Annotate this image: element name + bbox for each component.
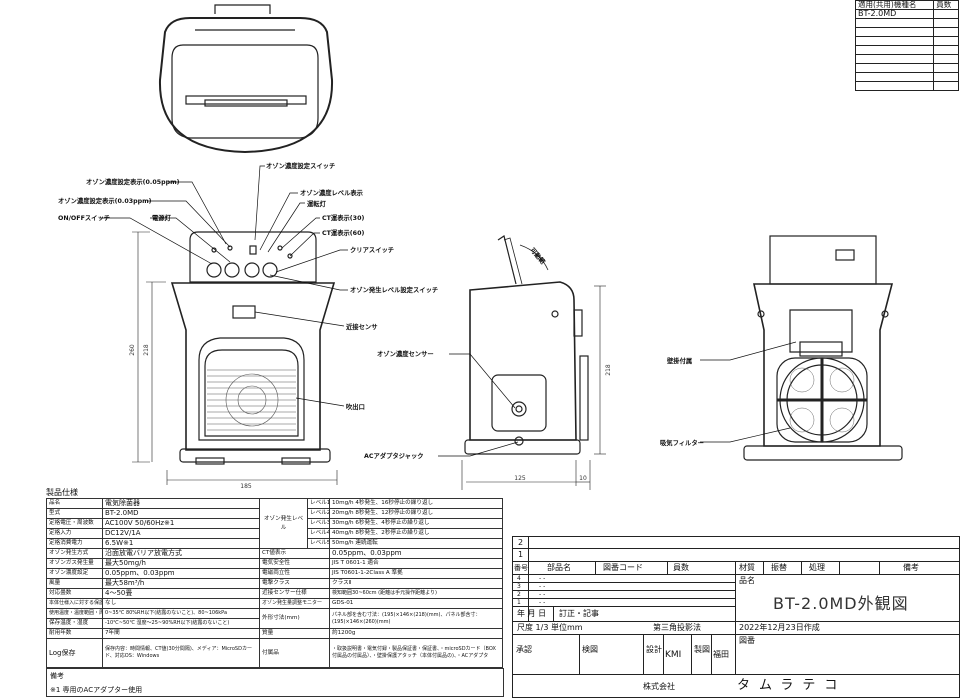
dim-front-width: 185 [240, 483, 252, 490]
dim-side-depth: 125 [514, 475, 526, 482]
callout-outlet: 吹出口 [346, 402, 365, 411]
callout-proximity-sensor: 近接センサ [346, 322, 377, 331]
callout-clear-switch: クリアスイッチ [350, 245, 394, 254]
tb-header-transfer: 振替 [771, 563, 787, 572]
callout-power-light: 電源灯 [152, 213, 172, 222]
remarks-text: ※1 専用のACアダプター使用 [50, 686, 143, 694]
back-view-drawing [743, 235, 903, 461]
tb-revision-note: 訂正・記事 [559, 609, 599, 618]
tb-header-code: 図番コード [603, 563, 643, 572]
tb-check: 検図 [582, 645, 598, 654]
tb-drafter-initials: KMI [665, 650, 682, 660]
top-view-drawing [158, 4, 334, 154]
callout-ct-display-30: CT運表示(30) [322, 213, 364, 222]
callout-operating-light: 運転灯 [307, 199, 327, 208]
side-view-drawing [464, 235, 589, 455]
tb-part-name: BT-2.0MD外観図 [773, 594, 909, 613]
tb-company-prefix: 株式会社 [643, 682, 675, 691]
rev-mark-2: 2 [518, 538, 524, 547]
dim-side-small: 10 [579, 475, 587, 482]
tb-date: 2022年12月23日作成 [739, 623, 820, 632]
callout-ozone-display-003: オゾン濃度設定表示(0.03ppm) [58, 196, 152, 205]
tb-header-material: 材質 [739, 563, 755, 572]
tb-header-number: 番号 [514, 564, 528, 572]
callout-ozone-generation-level-switch: オゾン発生レベル設定スイッチ [350, 285, 438, 294]
revision-table: 適用(共用)機種名 員数 BT-2.0MD [854, 0, 959, 91]
front-view-drawing [170, 231, 336, 465]
tb-company: タムラテコ [737, 678, 847, 693]
dim-front-height-outer: 260 [129, 344, 136, 356]
tb-header-notes: 備考 [903, 563, 919, 572]
dim-side-height: 218 [605, 364, 612, 376]
callout-ozone-concentration-sensor: オゾン濃度センサー [377, 349, 434, 358]
tb-header-qty: 員数 [673, 563, 689, 572]
tb-design: 設計 [646, 645, 662, 654]
spec-title: 製品仕様 [46, 488, 78, 497]
tb-draw: 製図 [694, 645, 710, 654]
back-filter-mesh [789, 367, 855, 433]
tb-part-name-label: 品名 [739, 576, 755, 585]
rev-mark-1: 1 [518, 550, 524, 559]
callout-hanging-bracket: 壁掛付属 [667, 356, 692, 365]
front-grille [207, 369, 296, 431]
tb-drafter: 福田 [713, 650, 729, 659]
tb-header-process: 処理 [809, 563, 825, 572]
callout-ozone-level-display: オゾン濃度レベル表示 [300, 188, 364, 197]
dim-front-height-inner: 218 [143, 344, 150, 356]
callout-ozone-level-switch-top: オゾン濃度設定スイッチ [266, 161, 335, 170]
title-block: 2 1 番号 部品名 図番コード 員数 材質 振替 処理 備考 4 - - 3 … [512, 536, 960, 698]
tb-scale: 尺度 1/3 単位mm [517, 623, 583, 632]
remarks-box: 備考 ※1 専用のACアダプター使用 [46, 668, 504, 697]
remarks-label: 備考 [50, 672, 64, 680]
tb-approve: 承認 [516, 645, 532, 654]
tb-header-part: 部品名 [547, 563, 571, 572]
callout-intake-filter: 吸気フィルター [660, 438, 704, 447]
product-drawing: オゾン濃度設定スイッチ オゾン濃度設定表示(0.05ppm) オゾン濃度設定表示… [58, 4, 903, 490]
tb-drawing-no: 図番 [739, 636, 755, 645]
tb-projection: 第三角投影法 [653, 623, 701, 632]
tb-date-labels: 年 月 日 [517, 609, 547, 618]
ozone-level-label: オゾン発生レベル [259, 498, 308, 549]
callout-ozone-display-005: オゾン濃度設定表示(0.05ppm) [86, 177, 180, 186]
callout-onoff-switch: ON/OFFスイッチ [58, 214, 110, 222]
callout-ac-adapter-jack: ACアダプタジャック [364, 451, 424, 460]
callout-movable-handle: 可動範 [528, 246, 547, 267]
callout-ct-display-60: CT運表示(60) [322, 228, 364, 237]
